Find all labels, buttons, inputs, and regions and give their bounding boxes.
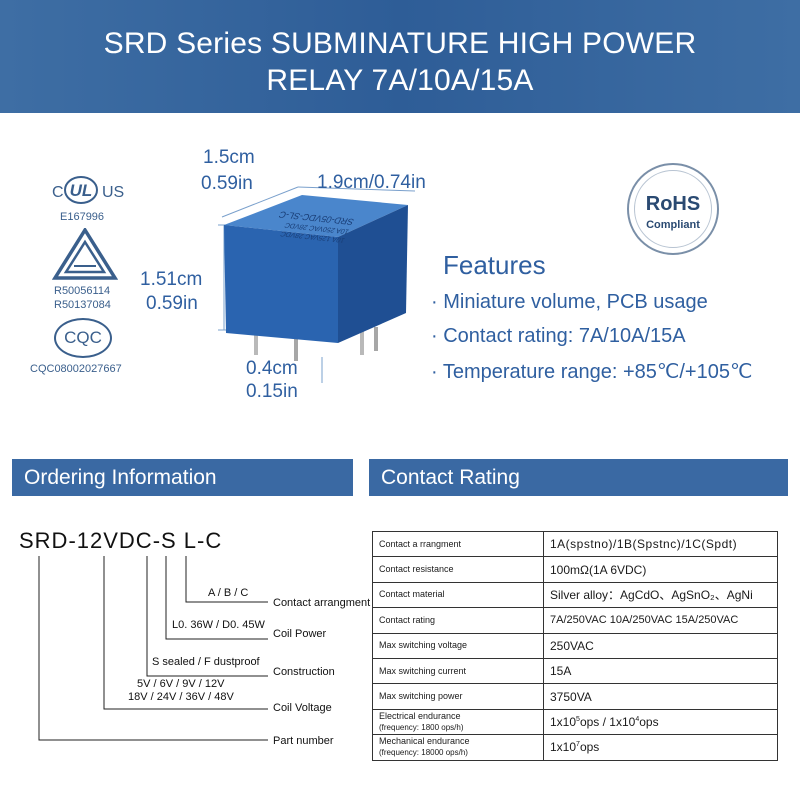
ul-mark-icon: UL	[64, 176, 98, 204]
table-row: Max switching current 15A	[372, 657, 778, 685]
svg-text:UL: UL	[70, 181, 93, 200]
feature-item-1: · Miniature volume, PCB usage	[431, 291, 708, 313]
pin-in-label: 0.15in	[246, 381, 298, 402]
construction-label: Construction	[273, 666, 335, 678]
part-code: SRD-12VDC-S L-C	[19, 528, 223, 553]
table-value: Silver alloy：AgCdO、AgSnO₂、AgNi	[543, 581, 778, 609]
coil-power-label: Coil Power	[273, 628, 327, 640]
table-value: 15A	[543, 657, 778, 685]
table-key: Electrical endurance (frequency: 1800 op…	[372, 708, 544, 736]
triangle-cert-icon	[52, 228, 118, 280]
coil-voltage-options-1: 5V / 6V / 9V / 12V	[137, 678, 225, 690]
banner-title-line2: RELAY 7A/10A/15A	[266, 64, 534, 97]
table-value: 100mΩ(1A 6VDC)	[543, 556, 778, 583]
rohs-badge: RoHS Compliant	[627, 163, 719, 255]
table-row: Electrical endurance (frequency: 1800 op…	[372, 708, 778, 736]
coil-voltage-options-2: 18V / 24V / 36V / 48V	[128, 691, 234, 703]
feature-item-3: · Temperature range: +85℃/+105℃	[431, 361, 753, 383]
table-row: Mechanical endurance (frequency: 18000 o…	[372, 734, 778, 761]
ordering-info-header: Ordering Information	[12, 459, 353, 496]
table-row: Contact a rrangment 1A(spstno)/1B(Spstnc…	[372, 530, 778, 558]
ul-us-letters: US	[102, 184, 125, 201]
table-key: Max switching voltage	[372, 632, 544, 659]
table-row: Contact rating 7A/250VAC 10A/250VAC 15A/…	[372, 607, 778, 634]
electrical-endurance-frequency: (frequency: 1800 ops/h)	[379, 722, 464, 732]
contact-arrangement-label: Contact arrangment	[273, 597, 371, 609]
cqc-logo-text: CQC	[64, 328, 102, 347]
electrical-endurance-value: 1x105ops / 1x104ops	[543, 708, 778, 736]
table-row: Contact material Silver alloy：AgCdO、AgSn…	[372, 581, 778, 609]
table-row: Max switching power 3750VA	[372, 683, 778, 710]
ordering-leader-lines	[38, 556, 268, 741]
triangle-cert-code-1: R50056114	[54, 285, 111, 297]
mechanical-endurance-value: 1x107ops	[543, 734, 778, 761]
mechanical-endurance-frequency: (frequency: 18000 ops/h)	[379, 748, 468, 758]
rohs-subtitle: Compliant	[646, 219, 700, 231]
table-key: Contact rating	[372, 607, 544, 634]
table-key: Max switching current	[372, 657, 544, 685]
height-in-label: 0.59in	[146, 293, 198, 314]
part-number-label: Part number	[273, 735, 334, 747]
table-key: Contact resistance	[372, 556, 544, 583]
electrical-endurance-key: Electrical endurance	[379, 710, 461, 721]
depth-cm-label: 1.5cm	[203, 147, 255, 168]
table-value: 1A(spstno)/1B(Spstnc)/1C(Spdt)	[543, 530, 778, 558]
rohs-title: RoHS	[645, 193, 701, 215]
pin-cm-label: 0.4cm	[246, 358, 298, 379]
ul-logo: C UL US	[52, 176, 142, 206]
feature-item-2: · Contact rating: 7A/10A/15A	[431, 325, 686, 347]
contact-rating-header: Contact Rating	[369, 459, 788, 496]
table-row: Contact resistance 100mΩ(1A 6VDC)	[372, 556, 778, 583]
cqc-logo: CQC	[54, 318, 112, 358]
construction-options: S sealed / F dustproof	[152, 656, 260, 668]
width-label: 1.9cm/0.74in	[317, 172, 426, 193]
mechanical-endurance-key: Mechanical endurance	[379, 736, 470, 747]
table-value: 7A/250VAC 10A/250VAC 15A/250VAC	[543, 607, 778, 634]
table-key: Max switching power	[372, 683, 544, 710]
table-value: 250VAC	[543, 632, 778, 659]
coil-power-options: L0. 36W / D0. 45W	[172, 619, 265, 631]
features-title: Features	[443, 250, 546, 280]
triangle-cert-code-2: R50137084	[54, 299, 111, 311]
table-key: Contact a rrangment	[372, 530, 544, 558]
coil-voltage-label: Coil Voltage	[273, 702, 332, 714]
banner-title-line1: SRD Series SUBMINATURE HIGH POWER	[103, 27, 697, 60]
contact-options: A / B / C	[208, 587, 249, 599]
depth-in-label: 0.59in	[201, 173, 253, 194]
table-row: Max switching voltage 250VAC	[372, 632, 778, 659]
height-cm-label: 1.51cm	[140, 269, 203, 290]
title-banner: SRD Series SUBMINATURE HIGH POWER RELAY …	[0, 0, 800, 113]
table-key: Mechanical endurance (frequency: 18000 o…	[372, 734, 544, 761]
contact-rating-table: Contact a rrangment 1A(spstno)/1B(Spstnc…	[372, 530, 778, 761]
cqc-code: CQC08002027667	[30, 363, 122, 375]
relay-image: SRD-05VDC-SL-C 10A 250VAC 28VDC 10A 125V…	[218, 186, 416, 383]
table-key: Contact material	[372, 581, 544, 609]
table-value: 3750VA	[543, 683, 778, 710]
ul-c-letter: C	[52, 184, 64, 201]
ul-code: E167996	[60, 211, 105, 223]
